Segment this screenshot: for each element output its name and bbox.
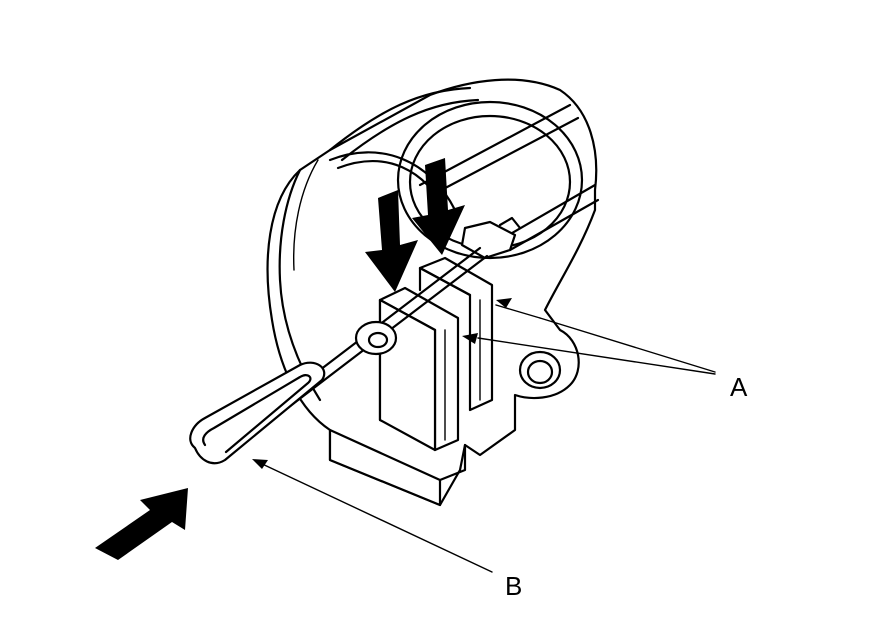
mounting-ear [518, 350, 562, 390]
insert-arrow-icon [95, 488, 188, 560]
direction-arrows [95, 158, 465, 560]
callout-b-label: B [505, 571, 522, 601]
wire-tool [189, 246, 489, 465]
callout-a-label: A [730, 372, 748, 402]
press-arrow-icon [365, 190, 418, 292]
press-arrow-icon [412, 158, 465, 255]
leader-lines [252, 298, 716, 573]
